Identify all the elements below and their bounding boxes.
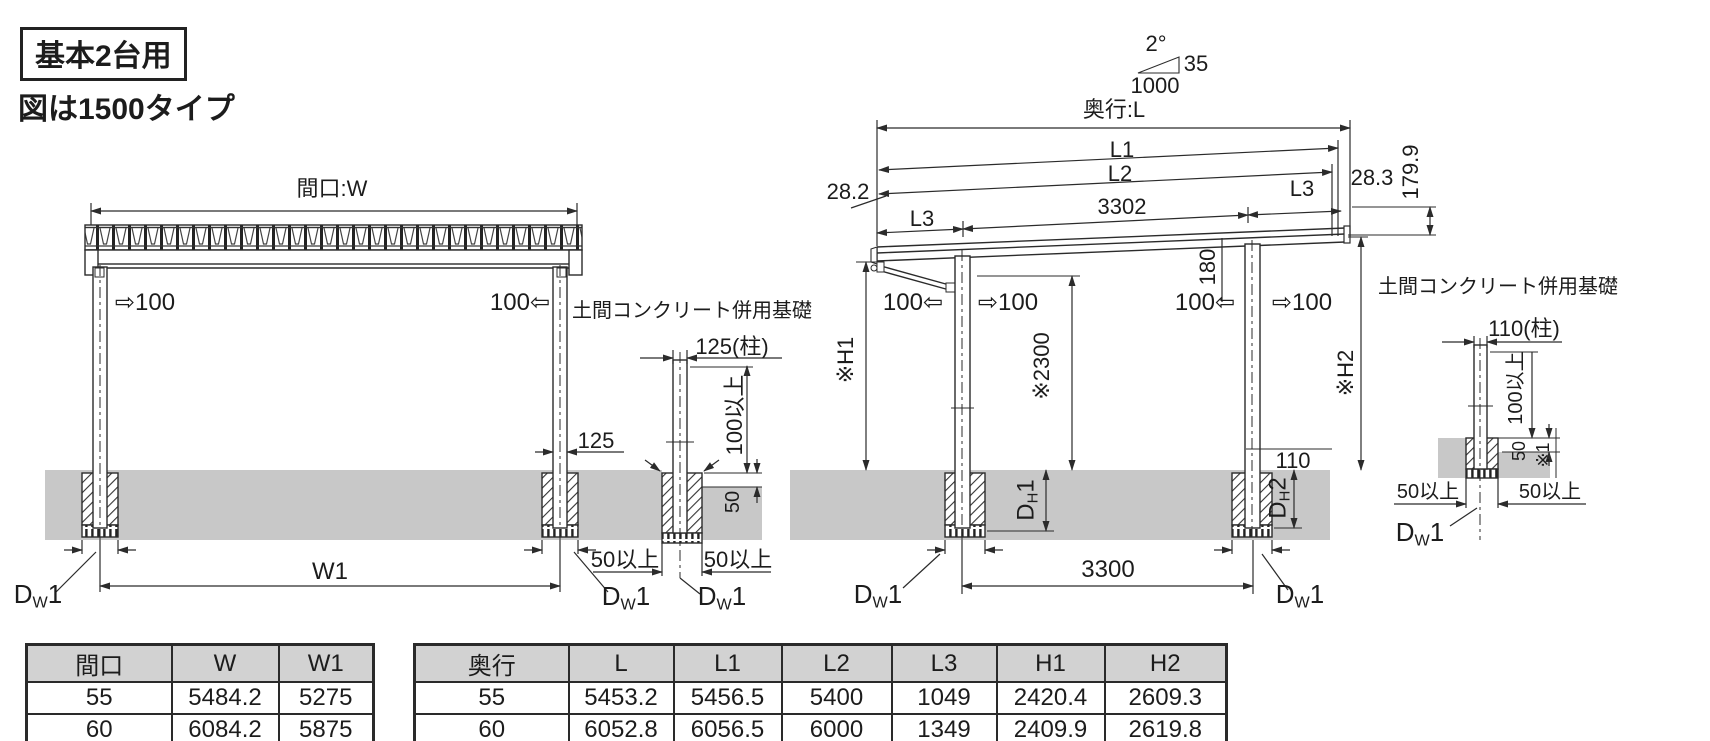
dw1-label-2: DW1	[601, 581, 651, 614]
beam-height-label: 179.9	[1398, 144, 1423, 200]
l3-left-label: L3	[909, 206, 935, 231]
table-cell: 1049	[890, 681, 998, 715]
table-cell: 2609.3	[1103, 681, 1228, 715]
foundation-right-embed-label: 100以上	[1505, 351, 1527, 425]
depth-table-header: H1	[995, 643, 1106, 683]
table-cell: 6000	[780, 713, 893, 741]
table-cell: 55	[413, 681, 570, 715]
table-row: 55 5453.2 5456.5 5400 1049 2420.4 2609.3	[413, 681, 1228, 715]
slope-rise-label: 35	[1183, 51, 1209, 76]
table-cell: 6084.2	[170, 713, 280, 741]
table-cell: 6056.5	[672, 713, 783, 741]
width-table: 間口 W W1 55 5484.2 5275 60 6084.2 5875	[25, 643, 375, 741]
h1-label: ※H1	[833, 336, 858, 384]
table-cell: 5456.5	[672, 681, 783, 715]
slope-run-label: 1000	[1130, 73, 1180, 98]
depth-table: 奥行 L L1 L2 L3 H1 H2 55 5453.2 5456.5 540…	[413, 643, 1228, 741]
foundation-right-note-label: ※1	[1533, 442, 1553, 468]
foundation-right-title: 土間コンクリート併用基礎	[1378, 276, 1618, 298]
table-cell: 5484.2	[170, 681, 280, 715]
dw1-label-1: DW1	[14, 581, 62, 611]
page-title: 基本2台用	[20, 27, 187, 81]
centerlines	[99, 240, 1481, 578]
dw1-tail: 1	[47, 579, 63, 610]
front-offset-left-label: ⇨100	[114, 289, 176, 316]
foundation-left-title: 土間コンクリート併用基礎	[572, 300, 812, 322]
table-row: 60 6084.2 5875	[25, 713, 375, 741]
l2-label: L2	[1107, 161, 1133, 186]
table-row: 55 5484.2 5275	[25, 681, 375, 715]
dw1-label-3: DW1	[697, 581, 747, 614]
depth-table-header: L3	[890, 643, 998, 683]
table-cell: 5453.2	[567, 681, 675, 715]
table-cell: 60	[25, 713, 173, 741]
width-table-header-row: 間口 W W1	[25, 643, 375, 683]
front-edge-label: 28.2	[826, 179, 870, 204]
slope-angle-label: 2°	[1145, 31, 1167, 56]
h2-label: ※H2	[1333, 349, 1358, 397]
front-offset-right-label: 100⇦	[489, 289, 551, 316]
table-cell: 1349	[890, 713, 998, 741]
side-post-width-label: 110	[1275, 448, 1311, 473]
min50-label-4: 50以上	[1518, 481, 1582, 503]
table-cell: 2619.8	[1103, 713, 1228, 741]
front-post-width-label: 125	[577, 428, 615, 453]
side-offset-4: ⇨100	[1271, 289, 1333, 316]
page-subtitle: 図は1500タイプ	[18, 93, 235, 126]
foundation-right-slab-label: 50	[1509, 440, 1529, 462]
depth-table-header: 奥行	[413, 643, 570, 683]
foundation-left-post-label: 125(柱)	[695, 334, 769, 359]
side-offset-3: 100⇦	[1174, 289, 1236, 316]
dimension-lines	[55, 56, 1586, 595]
foundation-left-embed-label: 100以上	[722, 374, 747, 456]
rear-edge-label: 28.3	[1350, 165, 1394, 190]
table-cell: 2409.9	[995, 713, 1106, 741]
panel-span-label: 3302	[1097, 194, 1147, 219]
front-span-label: W1	[312, 558, 348, 585]
table-row: 60 6052.8 6056.5 6000 1349 2409.9 2619.8	[413, 713, 1228, 741]
dw1-sub: W	[32, 593, 48, 612]
dw1-label-5: DW1	[1275, 579, 1325, 612]
table-cell: 5275	[277, 681, 375, 715]
l3-right-label: L3	[1289, 176, 1315, 201]
table-cell: 5875	[277, 713, 375, 741]
depth-label: 奥行:L	[1082, 97, 1146, 122]
table-cell: 2420.4	[995, 681, 1106, 715]
width-table-header: 間口	[25, 643, 173, 683]
dh1-label: DH1	[1012, 479, 1042, 521]
table-cell: 6052.8	[567, 713, 675, 741]
depth-table-header: L2	[780, 643, 893, 683]
table-cell: 5400	[780, 681, 893, 715]
ground-concrete	[45, 438, 1550, 540]
post-span-label: 3300	[1081, 556, 1135, 583]
side-offset-1: 100⇦	[882, 289, 944, 316]
width-table-header: W1	[277, 643, 375, 683]
foundation-right-post-label: 110(柱)	[1488, 316, 1560, 341]
width-table-header: W	[170, 643, 280, 683]
table-cell: 55	[25, 681, 173, 715]
dw1-base: D	[13, 579, 33, 610]
side-offset-2: ⇨100	[977, 289, 1039, 316]
min50-label-2: 50以上	[703, 547, 773, 572]
dh2-label: DH2	[1264, 477, 1294, 519]
min50-label-3: 50以上	[1396, 481, 1460, 503]
depth-table-header-row: 奥行 L L1 L2 L3 H1 H2	[413, 643, 1228, 683]
foundation-left-slab-label: 50	[722, 490, 744, 514]
dw1-label-6: DW1	[1395, 517, 1445, 550]
min50-label-1: 50以上	[590, 547, 660, 572]
dw1-label-4: DW1	[853, 579, 903, 612]
depth-table-header: L	[567, 643, 675, 683]
depth-table-header: H2	[1103, 643, 1228, 683]
front-width-label: 間口:W	[296, 176, 368, 201]
l1-label: L1	[1109, 137, 1135, 162]
front-elevation	[84, 224, 583, 529]
table-cell: 60	[413, 713, 570, 741]
clearance-label: ※2300	[1029, 332, 1054, 400]
depth-table-header: L1	[672, 643, 783, 683]
gap-label: 180	[1195, 248, 1220, 286]
